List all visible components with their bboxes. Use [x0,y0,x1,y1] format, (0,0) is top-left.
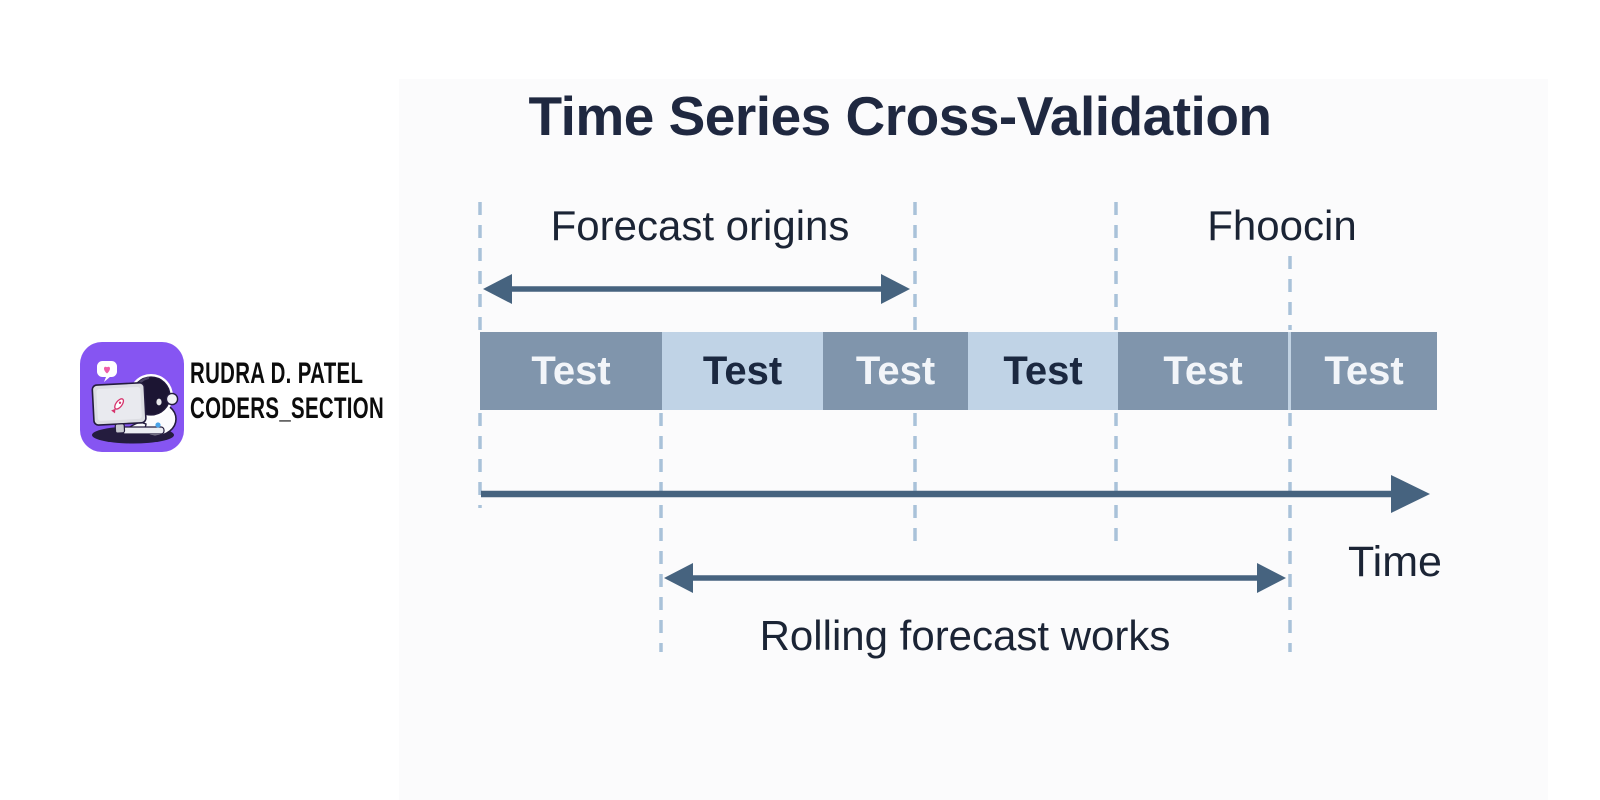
test-segment-2: Test [662,332,823,410]
forecast-horizon-label: Fhoocin [1207,202,1357,249]
test-segment-5: Test [1118,332,1288,410]
brand-handle: CODERS_SECTION [190,392,385,425]
test-segment-label: Test [1324,348,1404,393]
test-segment-6: Test [1288,332,1437,410]
test-segment-label: Test [1163,348,1243,393]
time-axis-label: Time [1348,538,1442,586]
brand-name-lines: RUDRA D. PATEL CODERS_SECTION [190,356,384,426]
diagram-panel [399,79,1548,800]
cross-validation-bar: Test Test Test Test Test Test [480,332,1437,410]
test-segment-label: Test [855,348,936,393]
test-segment-label: Test [1003,348,1083,393]
test-segment-label: Test [531,348,611,393]
brand-name: RUDRA D. PATEL [190,357,364,390]
rolling-forecast-label: Rolling forecast works [759,612,1171,659]
page-title: Time Series Cross-Validation [528,85,1272,147]
forecast-origins-label: Forecast origins [550,202,850,249]
test-segment-4: Test [968,332,1118,410]
test-segment-1: Test [480,332,662,410]
test-segment-3: Test [823,332,968,410]
test-segment-label: Test [702,348,783,393]
astronaut-at-computer-icon [80,342,184,452]
